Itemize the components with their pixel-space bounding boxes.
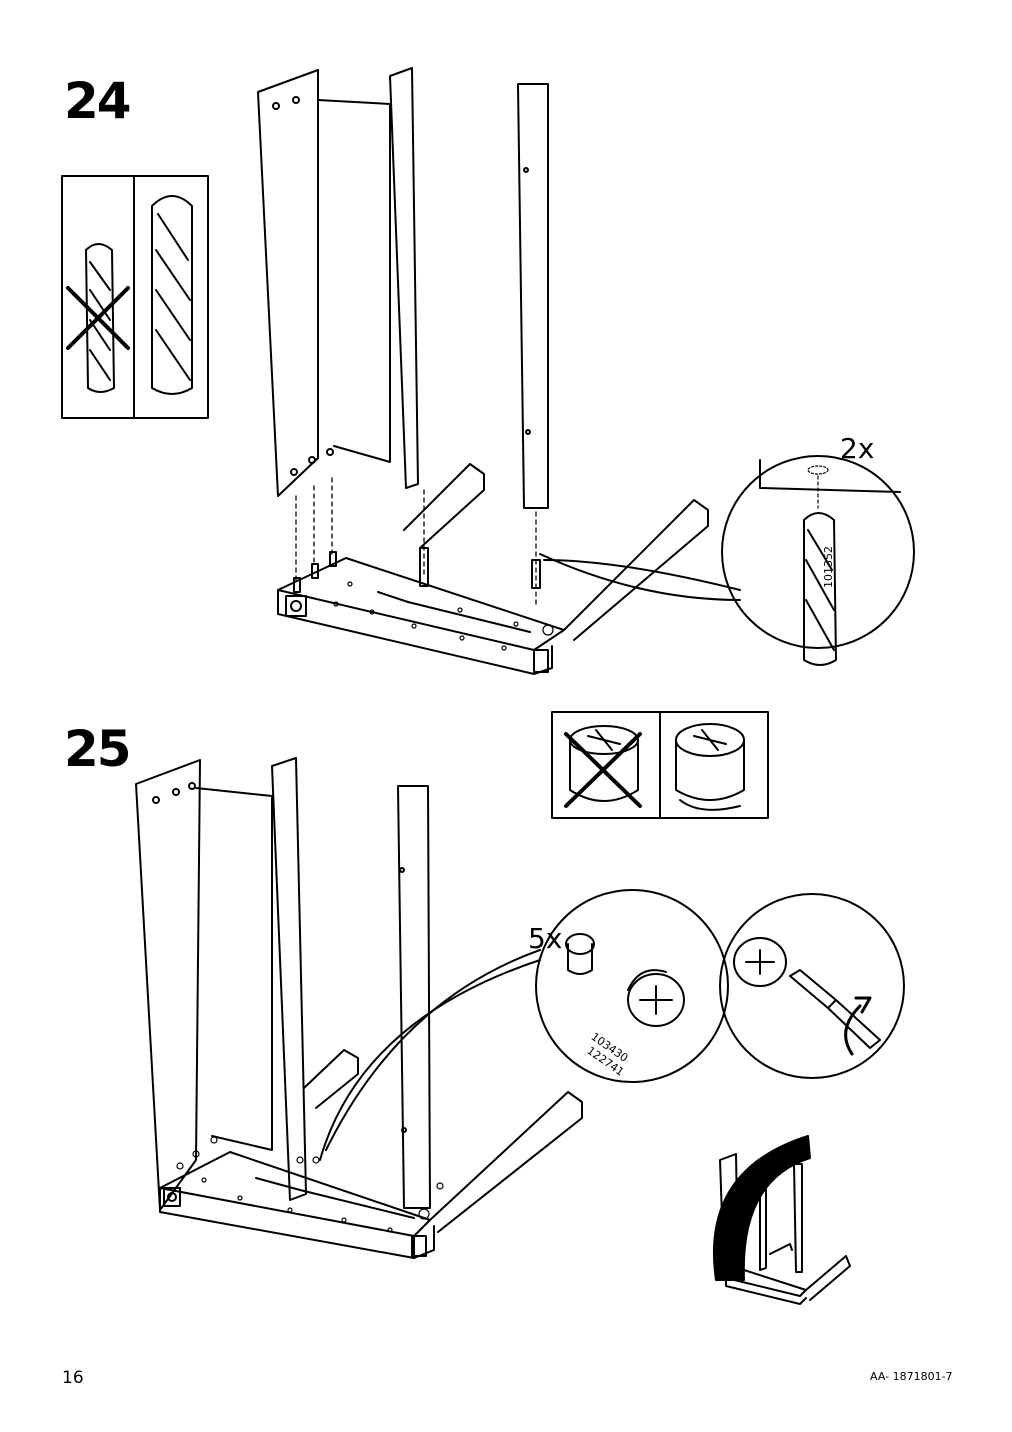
dowel-icon <box>803 512 837 666</box>
page-number: 16 <box>62 1368 84 1388</box>
step-number: 24 <box>64 72 132 130</box>
cam-lock-icon <box>627 969 685 1027</box>
quantity-label: 2x <box>840 432 875 465</box>
prohibited-cross-icon <box>66 286 130 350</box>
quantity-label: 5x <box>528 922 563 955</box>
cam-lock-icon <box>675 723 745 811</box>
document-code: AA- 1871801-7 <box>870 1370 953 1383</box>
dowel-icon <box>85 243 115 393</box>
step25-assembly <box>135 757 583 1259</box>
screwdriver-icon <box>789 969 881 1049</box>
dowel-detail-callout <box>721 455 915 666</box>
dowel-icon <box>151 195 193 395</box>
step24-assembly <box>257 67 741 675</box>
step-number: 25 <box>64 720 132 778</box>
part-number: 101352 <box>822 546 835 588</box>
cam-lock-icon <box>733 937 787 987</box>
prohibited-cross-icon <box>564 732 642 808</box>
tighten-detail-callout <box>719 893 905 1079</box>
cam-lock-icon <box>565 933 595 975</box>
flip-over-illustration <box>712 1135 851 1305</box>
cam-comparison-panel <box>551 711 769 819</box>
dowel-comparison-panel <box>61 175 209 419</box>
cam-detail-callout <box>535 889 729 1083</box>
rotate-arrow-icon <box>844 996 872 1056</box>
